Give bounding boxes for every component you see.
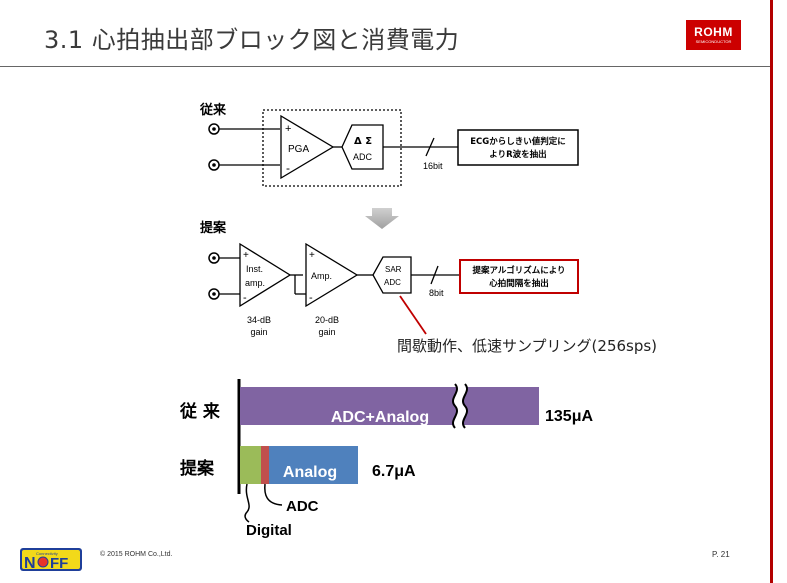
gain1-label-line2: gain bbox=[250, 327, 267, 337]
gain2-label-line2: gain bbox=[318, 327, 335, 337]
bit-width-16: 16bit bbox=[423, 161, 443, 171]
adc-callout-line bbox=[264, 483, 283, 506]
proposed-output-line2: 心拍間隔を抽出 bbox=[489, 278, 549, 289]
digital-callout-line bbox=[244, 483, 250, 523]
power-row-conventional-label: 従 来 bbox=[179, 401, 221, 422]
axis-break bbox=[452, 384, 468, 428]
sar-adc bbox=[372, 256, 412, 294]
digital-power-segment bbox=[240, 446, 261, 484]
page-number: P. 21 bbox=[712, 550, 730, 559]
pga-minus: - bbox=[286, 161, 290, 175]
conventional-output-box bbox=[457, 129, 579, 166]
instrumentation-amplifier bbox=[239, 242, 292, 308]
amp-label: Amp. bbox=[311, 271, 332, 281]
input-terminal-minus-1 bbox=[208, 159, 220, 171]
amp-plus: + bbox=[309, 250, 315, 261]
input-terminal-minus-2 bbox=[208, 288, 220, 300]
bit-width-8: 8bit bbox=[429, 288, 444, 298]
gain1-label-line1: 34-dB bbox=[247, 315, 271, 325]
adc-power-segment bbox=[261, 446, 269, 484]
bus-slash-2 bbox=[430, 265, 439, 285]
logo-subtext: SEMICONDUCTOR bbox=[695, 39, 732, 44]
input-terminal-plus-2 bbox=[208, 252, 220, 264]
title-bar: 3.1 心拍抽出部ブロック図と消費電力 ROHM SEMICONDUCTOR bbox=[0, 0, 770, 67]
right-red-rule bbox=[770, 0, 773, 583]
sar-label-line1: SAR bbox=[385, 265, 402, 274]
conventional-output-line2: よりR波を抽出 bbox=[489, 149, 546, 160]
connectivity-noff-logo: Connectivity N FF bbox=[20, 548, 82, 572]
proposed-label: 提案 bbox=[200, 220, 227, 236]
input-terminal-plus-1 bbox=[208, 123, 220, 135]
amp-minus: - bbox=[309, 292, 313, 304]
gain-amplifier bbox=[305, 242, 359, 308]
proposed-output-line1: 提案アルゴリズムにより bbox=[472, 265, 565, 276]
pga-label: PGA bbox=[288, 144, 309, 155]
adc-callout-label: ADC bbox=[286, 498, 319, 515]
power-row-proposed-label: 提案 bbox=[180, 458, 215, 479]
note-callout-line bbox=[399, 295, 427, 335]
svg-text:N: N bbox=[24, 555, 36, 572]
logo-text: ROHM bbox=[694, 25, 733, 39]
sampling-note: 間歇動作、低速サンプリング(256sps) bbox=[397, 337, 657, 355]
inst-amp-label-line2: amp. bbox=[245, 278, 265, 288]
conventional-label: 従来 bbox=[199, 102, 227, 118]
conventional-bar-label: ADC+Analog bbox=[331, 409, 429, 426]
rohm-logo: ROHM SEMICONDUCTOR bbox=[686, 20, 741, 50]
svg-text:Connectivity: Connectivity bbox=[36, 551, 58, 556]
pga-plus: + bbox=[285, 123, 291, 135]
proposed-output-box bbox=[459, 259, 579, 294]
gain2-label-line1: 20-dB bbox=[315, 315, 339, 325]
inst-amp-plus: + bbox=[243, 250, 249, 261]
conventional-power-value: 135μA bbox=[545, 408, 593, 425]
inst-amp-minus: - bbox=[243, 292, 247, 304]
inst-amp-label-line1: Inst. bbox=[246, 264, 263, 274]
pga-amplifier bbox=[280, 114, 335, 180]
sar-label-line2: ADC bbox=[384, 278, 401, 287]
down-arrow bbox=[365, 208, 399, 229]
digital-callout-label: Digital bbox=[246, 522, 292, 539]
page-title: 3.1 心拍抽出部ブロック図と消費電力 bbox=[44, 26, 460, 54]
analog-power-segment bbox=[269, 446, 358, 484]
conventional-power-bar bbox=[240, 387, 539, 425]
adc-symbol: Δ Σ bbox=[354, 136, 372, 147]
svg-text:FF: FF bbox=[50, 555, 68, 572]
copyright: © 2015 ROHM Co.,Ltd. bbox=[100, 551, 173, 558]
analog-bar-label: Analog bbox=[283, 464, 337, 481]
conventional-output-line1: ECGからしきい値判定に bbox=[470, 136, 566, 147]
integrated-block-border bbox=[262, 109, 402, 187]
proposed-power-value: 6.7μA bbox=[372, 463, 416, 480]
delta-sigma-adc bbox=[341, 124, 384, 170]
adc-label: ADC bbox=[353, 152, 373, 162]
bus-slash-1 bbox=[425, 137, 435, 157]
